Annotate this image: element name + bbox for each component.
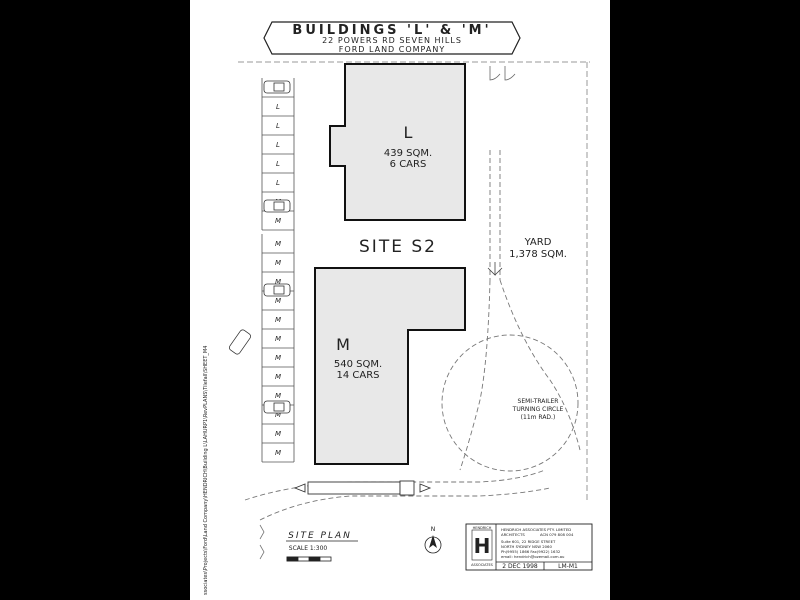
turning-circle — [441, 334, 579, 472]
side-note: ssociates\Projects\Ford\Land Company\HEN… — [203, 346, 209, 595]
title-main: BUILDINGS 'L' & 'M' — [292, 23, 491, 38]
architect-address2: NORTH SYDNEY NSW 2060 — [501, 544, 552, 549]
turning-circle-line1: SEMI-TRAILER — [518, 398, 559, 405]
parking-bay-m-8: M — [275, 354, 281, 362]
building-m — [314, 267, 466, 465]
entry-gate-marks — [489, 66, 516, 81]
architect-phone: Ph(9955) 1866 Fax(9922) 1632 — [501, 549, 561, 554]
north-label: N — [431, 526, 436, 533]
parking-bay-m-12: M — [275, 430, 281, 438]
building-m-area: 540 SQM. — [334, 359, 382, 370]
direction-arrow-yard — [487, 262, 503, 276]
turning-circle-line3: (11m RAD.) — [521, 414, 556, 421]
logo-text-top: HENDRICH — [473, 526, 492, 530]
parking-bay-m-6: M — [275, 316, 281, 324]
parking-bay-m-13: M — [275, 449, 281, 457]
architect-logo: H HENDRICH ASSOCIATES — [471, 526, 494, 567]
turning-circle-line2: TURNING CIRCLE — [512, 406, 564, 413]
parking-bay-m-4: M — [275, 278, 281, 286]
building-l-letter: L — [404, 123, 413, 142]
parking-bay-m-11: M — [275, 411, 281, 419]
building-l — [329, 63, 466, 221]
logo-text-bottom: ASSOCIATES — [471, 563, 494, 567]
parked-cars — [228, 80, 291, 414]
architect-email: email: hendrich@ozemail.com.au — [501, 554, 565, 559]
title-address: 22 POWERS RD SEVEN HILLS — [322, 36, 462, 45]
yard-label: YARD — [524, 237, 552, 248]
site-plan-sheet: ssociates\Projects\Ford\Land Company\HEN… — [190, 0, 610, 600]
building-m-letter: M — [336, 335, 350, 354]
parking-bay-m-7: M — [275, 335, 281, 343]
north-arrow: N — [424, 526, 442, 554]
site-plan-drawing: ssociates\Projects\Ford\Land Company\HEN… — [203, 21, 593, 595]
parking-bay-m-5: M — [275, 297, 281, 305]
plan-title: SITE PLAN — [288, 531, 352, 541]
title-company: FORD LAND COMPANY — [339, 45, 445, 54]
building-l-area: 439 SQM. — [384, 148, 432, 159]
parking-column — [261, 78, 295, 463]
parking-bay-m-1: M — [275, 217, 281, 225]
parking-bay-l-4: L — [276, 141, 280, 149]
architect-name: HENDRICH ASSOCIATES PTY. LIMITED — [501, 527, 571, 532]
drawing-date: 2 DEC 1998 — [502, 563, 538, 570]
scale-bar — [286, 556, 332, 562]
site-edge-marks — [259, 524, 265, 560]
site-label: SITE S2 — [359, 237, 437, 257]
architect-acn: ACN 079 808 004 — [540, 532, 574, 537]
parking-bay-m-3: M — [275, 259, 281, 267]
parking-bay-l-2: L — [276, 103, 280, 111]
logo-letter: H — [474, 534, 491, 558]
architect-address1: Suite 601, 22 RIDGE STREET — [501, 539, 556, 544]
yard-area: 1,378 SQM. — [509, 249, 567, 260]
parking-bay-l-5: L — [276, 160, 280, 168]
architect-role: ARCHITECTS — [501, 532, 525, 537]
parking-bay-m-10: M — [275, 392, 281, 400]
parking-bay-l-6: L — [276, 179, 280, 187]
plan-scale: SCALE 1:300 — [289, 545, 328, 552]
parking-bay-m-2: M — [275, 240, 281, 248]
building-l-cars: 6 CARS — [390, 159, 427, 170]
truck — [293, 480, 432, 496]
drawing-number: LM-M1 — [558, 563, 578, 570]
parking-bay-m-9: M — [275, 373, 281, 381]
title-banner — [263, 21, 521, 55]
parking-bay-l-3: L — [276, 122, 280, 130]
building-m-cars: 14 CARS — [336, 370, 379, 381]
